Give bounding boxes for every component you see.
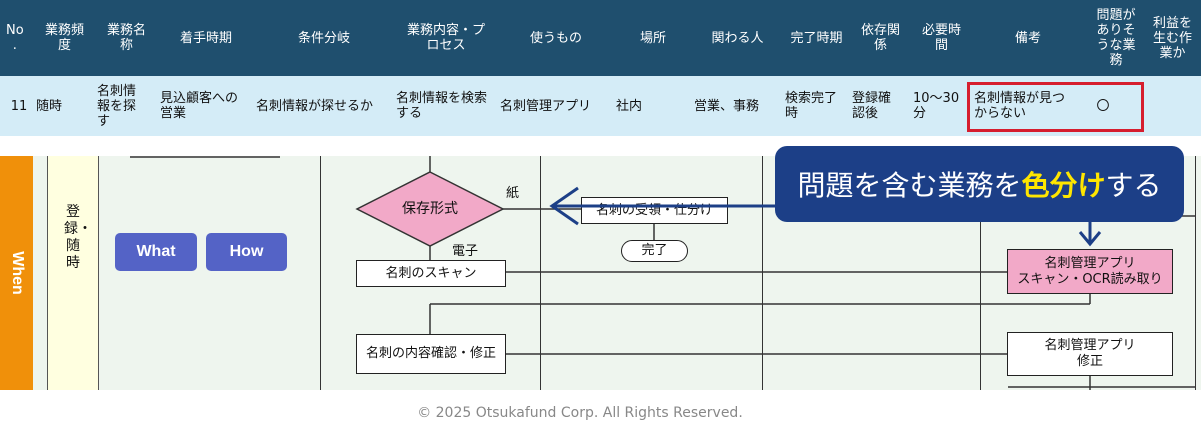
digital-label: 電子 bbox=[452, 244, 479, 259]
cell-profit bbox=[1148, 76, 1201, 136]
scan-box: 名刺のスキャン bbox=[356, 260, 506, 287]
lane-divider bbox=[320, 156, 321, 390]
cell-tool: 名刺管理アプリ bbox=[500, 98, 592, 114]
header-cell: 業務名 称 bbox=[106, 23, 146, 53]
header-cell: 利益を 生む作 業か bbox=[1152, 15, 1192, 61]
header-cell: 関わる人 bbox=[711, 30, 764, 46]
cell-completion: 検索完了 時 bbox=[785, 91, 838, 121]
cell-condition: 名刺情報が探せるか bbox=[256, 98, 374, 114]
cell-no: 11 bbox=[10, 98, 28, 114]
done-terminal: 完了 bbox=[621, 240, 688, 262]
callout-highlight: 色分け bbox=[1021, 169, 1106, 202]
header-cell: No . bbox=[6, 23, 24, 53]
flow-connectors bbox=[130, 156, 1195, 390]
lane-divider bbox=[1195, 156, 1196, 390]
app-scan-box: 名刺管理アプリ スキャン・OCR読み取り bbox=[1007, 249, 1173, 294]
lane-divider bbox=[762, 156, 763, 390]
app-fix-box: 名刺管理アプリ 修正 bbox=[1007, 332, 1173, 376]
header-cell: 業務内容・プ ロセス bbox=[406, 23, 485, 53]
callout-arrows bbox=[549, 186, 1102, 247]
header-cell: 依存関 係 bbox=[860, 23, 900, 53]
cell-people: 営業、事務 bbox=[694, 98, 760, 114]
problem-highlight-frame bbox=[967, 82, 1144, 132]
cell-dependency: 登録確 認後 bbox=[852, 91, 892, 121]
how-button[interactable]: How bbox=[206, 233, 287, 271]
callout-part1: 問題を含む業務を bbox=[797, 169, 1022, 202]
what-button[interactable]: What bbox=[115, 233, 197, 271]
header-cell: 完了時期 bbox=[790, 30, 843, 46]
header-cell: 条件分岐 bbox=[297, 30, 350, 46]
callout-part2: する bbox=[1105, 169, 1162, 202]
callout-banner: 問題を含む業務を色分けする bbox=[775, 146, 1184, 222]
cell-frequency: 随時 bbox=[36, 98, 63, 114]
lane-divider bbox=[540, 156, 541, 390]
header-cell: 問題が ありそ うな業 務 bbox=[1096, 8, 1136, 68]
when-lane: When bbox=[0, 156, 33, 390]
paper-label: 紙 bbox=[506, 186, 520, 201]
cell-name: 名刺情 報を探 す bbox=[97, 83, 137, 129]
header-cell: 備考 bbox=[1014, 30, 1041, 46]
confirm-box: 名刺の内容確認・修正 bbox=[356, 334, 506, 374]
table-header bbox=[0, 0, 1201, 76]
cell-time: 10〜30 分 bbox=[913, 91, 960, 121]
header-cell: 着手時期 bbox=[179, 30, 232, 46]
cell-note: 名刺情報が見つ からない bbox=[974, 91, 1066, 121]
timing-lane bbox=[47, 156, 99, 390]
cell-process: 名刺情報を検索 する bbox=[396, 91, 488, 121]
cell-place: 社内 bbox=[616, 98, 643, 114]
header-cell: 使うもの bbox=[529, 30, 582, 46]
table-row bbox=[0, 76, 1201, 136]
copyright: © 2025 Otsukafund Corp. All Rights Reser… bbox=[417, 405, 743, 421]
diamond-label: 保存形式 bbox=[402, 201, 458, 217]
header-cell: 場所 bbox=[639, 30, 666, 46]
cell-problem: 〇 bbox=[1096, 98, 1110, 114]
header-cell: 必要時 間 bbox=[921, 23, 961, 53]
callout-text: 問題を含む業務を色分けする bbox=[797, 164, 1161, 204]
header-cell: 業務頻 度 bbox=[44, 23, 84, 53]
cell-start: 見込顧客への 営業 bbox=[160, 91, 239, 121]
lane-divider bbox=[980, 156, 981, 390]
